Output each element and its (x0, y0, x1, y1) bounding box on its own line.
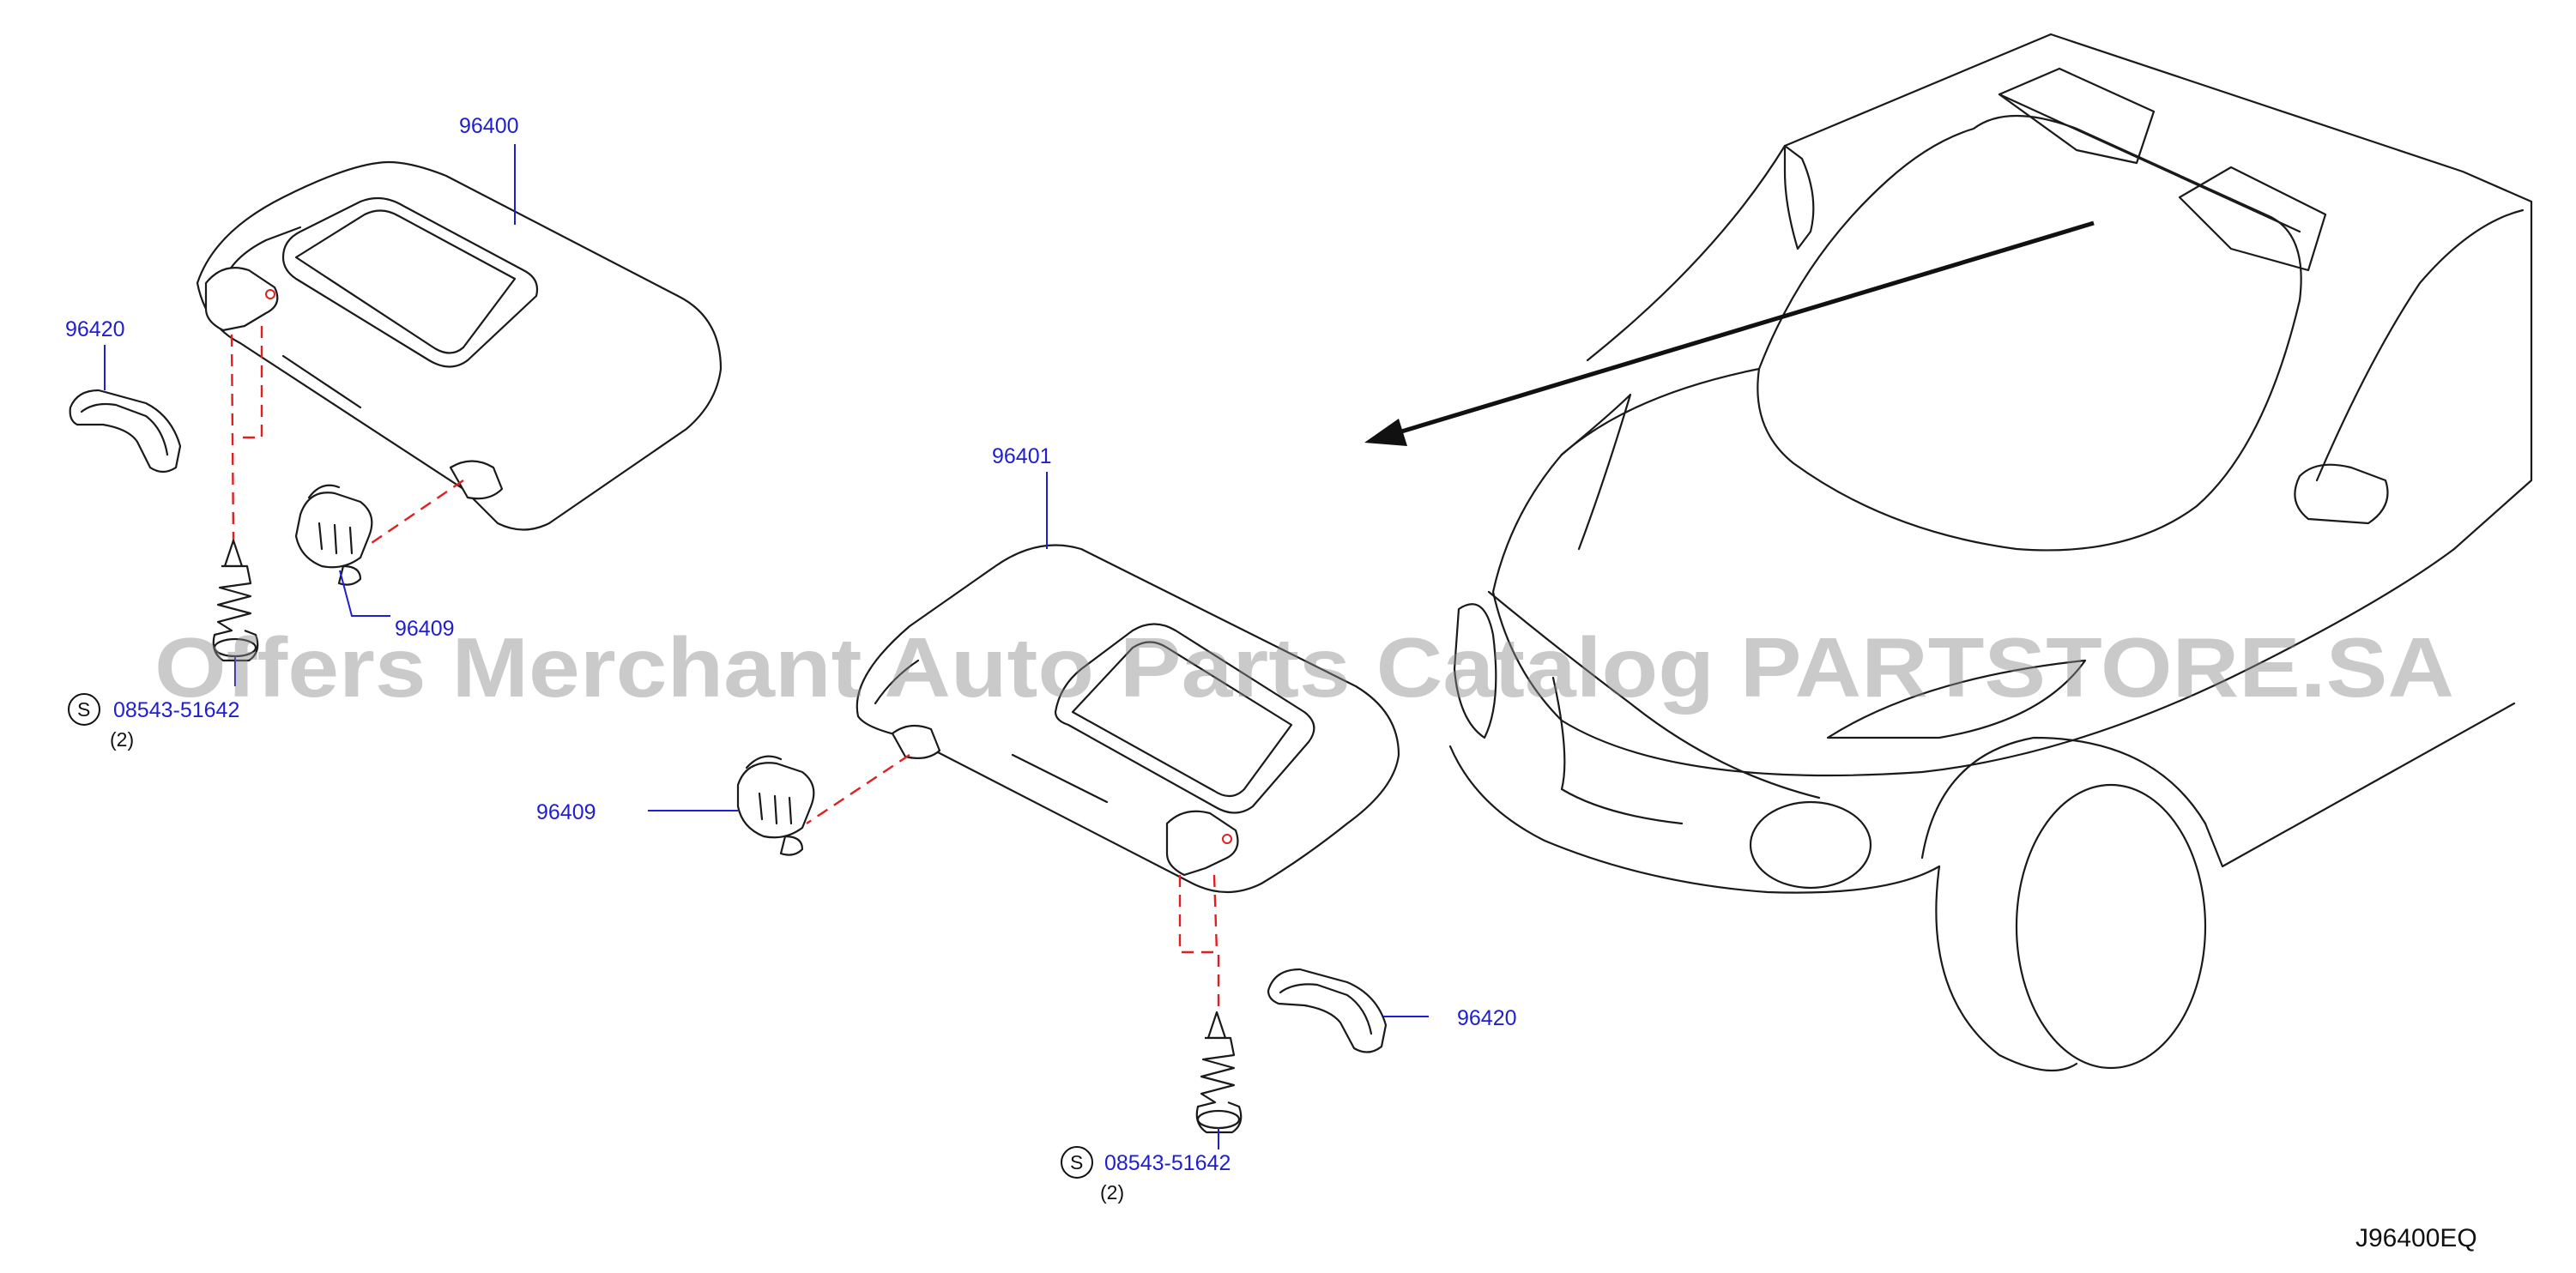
callout-cover-right[interactable]: 96420 (1457, 1006, 1517, 1030)
sun-visor-right (856, 544, 1400, 894)
callout-screw-left[interactable]: S 08543-51642 (2) (68, 693, 239, 751)
callout-visor-right[interactable]: 96401 (992, 444, 1052, 468)
callout-holder-left[interactable]: 96409 (395, 617, 455, 641)
screw-part-number-left[interactable]: 08543-51642 (113, 698, 239, 722)
vehicle-illustration (1448, 33, 2533, 1072)
vanity-mirror-left (281, 196, 539, 368)
diagram-code: J96400EQ (2355, 1224, 2477, 1252)
standard-part-symbol (68, 693, 100, 726)
leader-holder-left (339, 570, 390, 617)
standard-part-letter: S (77, 698, 90, 721)
sun-visor-left (196, 160, 723, 531)
watermark: Offers Merchant Auto Parts Catalog PARTS… (154, 620, 2454, 715)
screw-part-number-right[interactable]: 08543-51642 (1104, 1151, 1231, 1175)
callout-cover-left[interactable]: 96420 (65, 317, 125, 341)
location-arrow (1364, 220, 2095, 446)
windshield (1757, 114, 2302, 552)
left-mirror (1783, 144, 1815, 250)
standard-part-letter: S (1070, 1151, 1083, 1173)
headlight (1453, 603, 1497, 739)
screw-quantity-left: (2) (110, 728, 134, 751)
visor-holder-left (294, 484, 373, 586)
right-mirror (2294, 463, 2389, 525)
roof-panel-left (1998, 67, 2156, 165)
hinge-cover-right (1267, 968, 1388, 1053)
screw-quantity-right: (2) (1100, 1181, 1124, 1204)
screw-left (212, 539, 259, 662)
screw-right (1195, 1011, 1243, 1134)
standard-part-symbol (1061, 1146, 1093, 1179)
front-wheel (2015, 783, 2207, 1070)
fog-light (1749, 800, 1872, 890)
hinge-cover-left (69, 389, 182, 474)
visor-holder-right (736, 755, 815, 856)
roof-panel-right (2178, 166, 2327, 272)
callout-visor-left[interactable]: 96400 (459, 114, 519, 138)
callout-holder-right[interactable]: 96409 (536, 800, 596, 824)
vanity-mirror-right (1054, 623, 1315, 814)
callout-screw-right[interactable]: S 08543-51642 (2) (1061, 1146, 1231, 1204)
